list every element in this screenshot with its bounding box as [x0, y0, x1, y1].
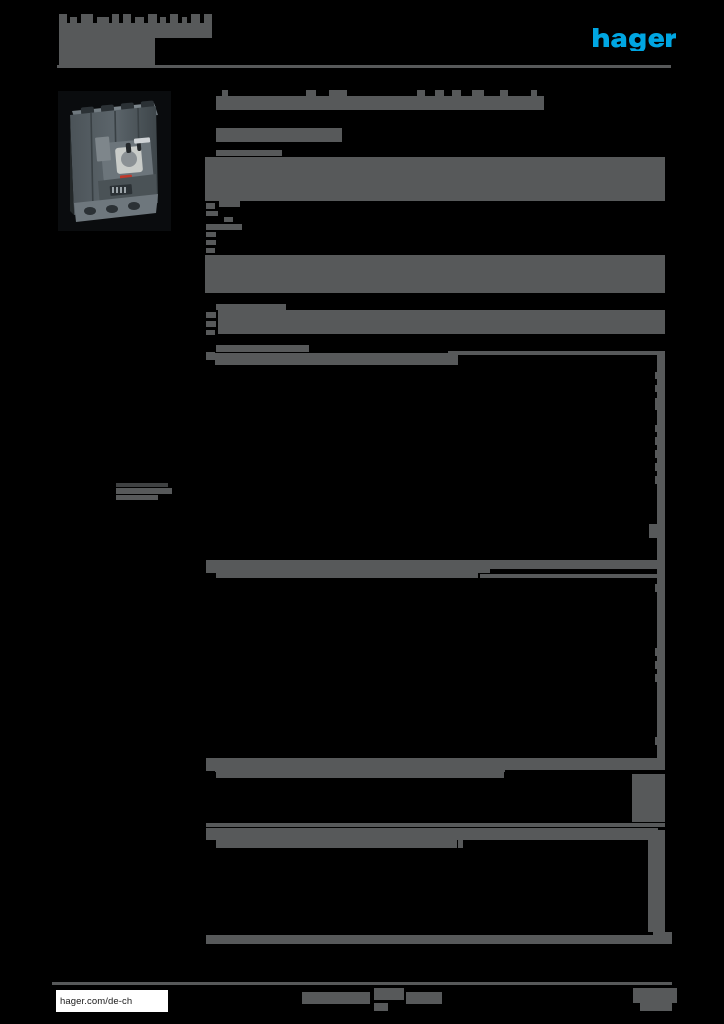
section-5-table-top-rule: [480, 574, 665, 578]
header-title-line-1h: [148, 14, 157, 23]
footer-center-text-3: [406, 992, 442, 1004]
section-2-row-3: [206, 248, 215, 253]
section-7-tick-5: [366, 838, 371, 848]
page-title-asc-3: [329, 90, 347, 96]
section-2-row-1: [206, 232, 216, 237]
hager-logo: [592, 27, 676, 51]
section-3-row-label-2: [206, 321, 216, 327]
section-4-heading-underline: [215, 353, 458, 365]
header-title-line-1f: [123, 14, 131, 23]
caption-line-1: [116, 483, 168, 487]
page-title-main: [216, 96, 544, 110]
section-1-row-value-a: [224, 217, 233, 222]
page-title-asc-5: [435, 90, 444, 96]
header-title-line-1m: [204, 14, 212, 23]
section-4-value-9: [649, 524, 665, 538]
section-4-value-8: [655, 476, 665, 484]
section-7-value-1: [648, 864, 662, 873]
product-image: [58, 91, 171, 231]
header-title-line-1e: [112, 14, 119, 23]
section-7-heading: [206, 828, 658, 840]
section-6-value-column-rail: [632, 774, 665, 822]
footer-divider-rule: [52, 982, 672, 985]
section-5-value-3: [655, 661, 665, 669]
section-5-value-4: [655, 674, 665, 682]
section-1-body-block: [205, 157, 665, 201]
section-5-heading-underline: [216, 573, 478, 578]
section-7-tick-3: [295, 838, 300, 848]
section-7-tick-4: [338, 838, 343, 848]
section-7-tick-6: [393, 838, 398, 848]
header-title-line-1i: [160, 17, 166, 23]
section-5-value-5: [655, 737, 665, 745]
page-subtitle: [216, 128, 342, 142]
footer-page-number-tail: [640, 1003, 672, 1011]
section-2-row-2: [206, 240, 216, 245]
section-4-value-2: [655, 385, 665, 392]
section-5-value-2: [655, 648, 665, 656]
header-title-line-1j: [170, 14, 178, 23]
section-7-heading-underline: [216, 840, 457, 848]
section-4-heading: [216, 345, 309, 352]
footer-center-text-2: [374, 988, 404, 1000]
section-7-tick-2: [260, 838, 265, 848]
footer-url-text: hager.com/de-ch: [60, 995, 133, 1007]
section-7-value-3: [648, 889, 662, 898]
section-7-table-bottom-rule: [206, 935, 658, 944]
header-title-line-1: [59, 14, 67, 23]
header-divider-rule: [57, 65, 671, 68]
page-title-asc-4: [417, 90, 425, 96]
section-7-tick-1: [228, 838, 233, 848]
section-6-table-bottom-rule: [206, 823, 665, 827]
section-4-value-5: [655, 437, 665, 445]
section-3-row-label-3: [206, 330, 215, 335]
footer-page-number: [633, 988, 677, 1003]
header-title-line-1k: [182, 17, 187, 23]
section-3-body-block: [218, 310, 665, 334]
section-4-value-1: [655, 372, 665, 379]
section-7-tick-7: [408, 838, 413, 848]
footer-center-text-4: [374, 1003, 388, 1011]
page-title-asc-6: [452, 90, 461, 96]
footer-center-text-1: [302, 992, 370, 1004]
header-title-line-1g: [135, 17, 144, 23]
page-title-asc-1: [222, 90, 228, 96]
page-title-asc-7: [472, 90, 484, 96]
section-6-heading-marker: [206, 764, 215, 771]
section-4-value-7: [655, 463, 665, 471]
section-4-value-3: [655, 398, 665, 410]
caption-line-3: [116, 495, 158, 500]
section-2-heading: [206, 224, 242, 230]
header-title-line-1l: [191, 14, 200, 23]
header-title-line-1b: [70, 17, 77, 23]
section-3-heading: [216, 304, 286, 310]
header-title-line-1c: [81, 14, 93, 23]
section-7-tick-8: [458, 838, 463, 848]
section-1-row-label-c: [219, 201, 240, 207]
section-7-value-2: [648, 876, 662, 885]
header-title-line-2: [59, 23, 212, 38]
section-3-row-label-1: [206, 312, 216, 318]
header-title-line-1d: [97, 17, 109, 23]
section-1-row-label-b: [206, 211, 218, 216]
section-4-heading-marker: [206, 352, 215, 360]
section-5-heading: [206, 560, 490, 573]
page-title-asc-2: [306, 90, 316, 96]
caption-line-2: [116, 488, 172, 494]
section-1-heading: [216, 150, 282, 156]
section-6-heading: [215, 762, 505, 772]
header-title-line-3: [59, 38, 155, 55]
section-1-row-label-a: [206, 203, 215, 209]
section-4-table-top-rule: [448, 351, 665, 355]
section-4-value-4: [655, 425, 665, 432]
header-title-line-4: [59, 55, 155, 65]
page-title-asc-8: [500, 90, 508, 96]
section-2-body-block: [205, 255, 665, 293]
section-7-table-bottom-cap: [653, 932, 672, 944]
footer-url[interactable]: hager.com/de-ch: [56, 990, 168, 1012]
section-5-value-1: [655, 584, 665, 592]
section-4-value-6: [655, 450, 665, 458]
section-6-heading-underline: [216, 772, 504, 778]
page-title-asc-9: [531, 90, 537, 96]
